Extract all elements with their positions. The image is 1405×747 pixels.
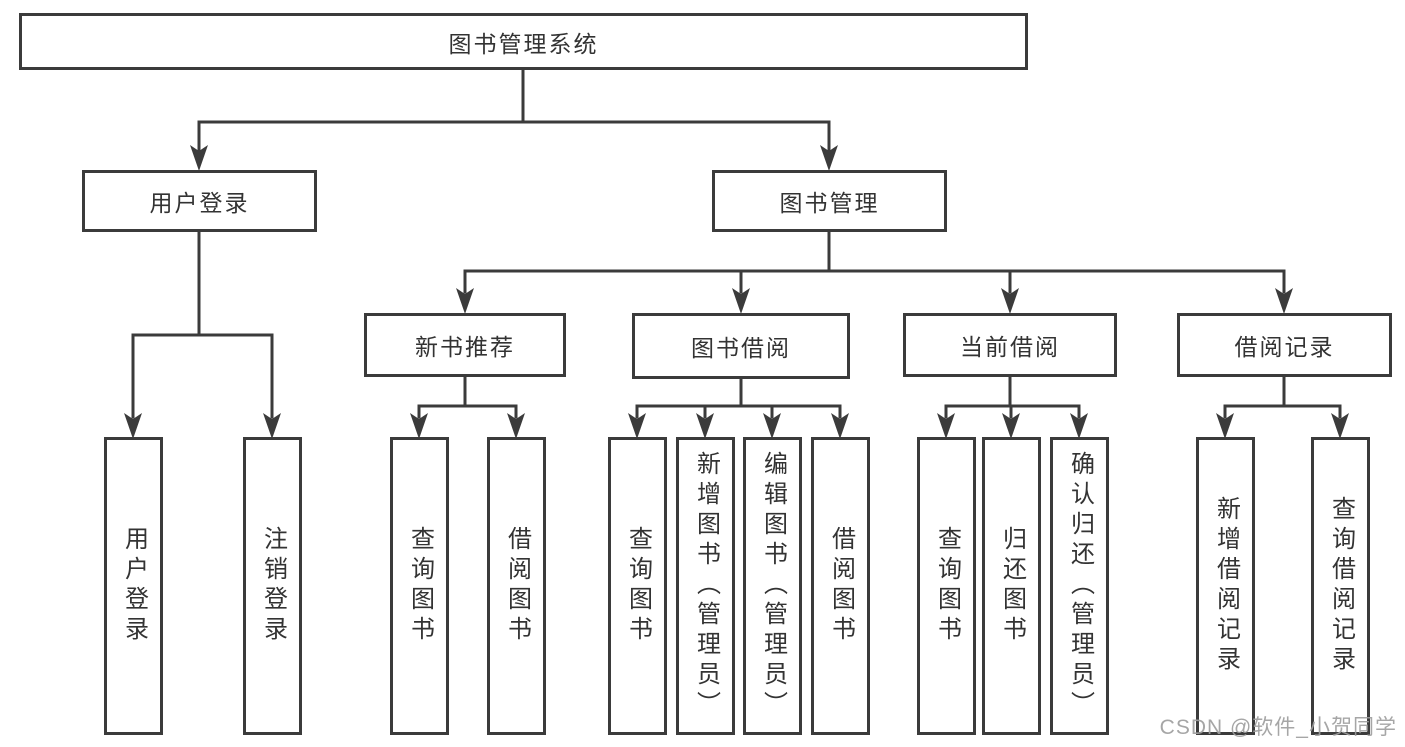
node-label: 图书管理系统 bbox=[448, 30, 599, 57]
leaf-query-books-current: 查询图书 bbox=[917, 437, 976, 735]
leaf-logout: 注销登录 bbox=[243, 437, 302, 735]
leaf-add-borrow-record: 新增借阅记录 bbox=[1196, 437, 1255, 735]
node-current-borrow: 当前借阅 bbox=[903, 313, 1117, 377]
node-label: 新增借阅记录 bbox=[1212, 496, 1240, 676]
node-label: 新书推荐 bbox=[415, 334, 515, 360]
node-label: 借阅图书 bbox=[503, 526, 531, 646]
node-label: 编辑图书（管理员） bbox=[759, 451, 787, 721]
leaf-query-books-borrow: 查询图书 bbox=[608, 437, 667, 735]
arrowheads bbox=[124, 145, 1349, 439]
node-label: 注销登录 bbox=[259, 526, 287, 646]
node-label: 图书管理 bbox=[779, 190, 880, 216]
leaf-return-books: 归还图书 bbox=[982, 437, 1041, 735]
node-label: 借阅图书 bbox=[827, 526, 855, 646]
leaf-query-borrow-record: 查询借阅记录 bbox=[1311, 437, 1370, 735]
node-book-management: 图书管理 bbox=[712, 170, 947, 232]
leaf-borrow-books-recommend: 借阅图书 bbox=[487, 437, 546, 735]
node-label: 用户登录 bbox=[120, 526, 148, 646]
leaf-query-books-recommend: 查询图书 bbox=[390, 437, 449, 735]
node-label: 查询图书 bbox=[406, 526, 434, 646]
leaf-borrow-books: 借阅图书 bbox=[811, 437, 870, 735]
node-label: 图书借阅 bbox=[691, 335, 791, 361]
node-label: 归还图书 bbox=[998, 526, 1026, 646]
node-label: 确认归还（管理员） bbox=[1066, 451, 1094, 721]
node-new-book-recommend: 新书推荐 bbox=[364, 313, 566, 377]
leaf-confirm-return-admin: 确认归还（管理员） bbox=[1050, 437, 1109, 735]
node-user-login: 用户登录 bbox=[82, 170, 317, 232]
node-label: 新增图书（管理员） bbox=[692, 451, 720, 721]
node-label: 查询图书 bbox=[933, 526, 961, 646]
node-label: 查询借阅记录 bbox=[1327, 496, 1355, 676]
node-system-root: 图书管理系统 bbox=[19, 13, 1028, 70]
node-label: 用户登录 bbox=[149, 190, 250, 216]
node-label: 查询图书 bbox=[624, 526, 652, 646]
node-label: 当前借阅 bbox=[960, 334, 1060, 360]
node-borrow-records: 借阅记录 bbox=[1177, 313, 1392, 377]
node-label: 借阅记录 bbox=[1234, 334, 1335, 360]
leaf-user-login: 用户登录 bbox=[104, 437, 163, 735]
leaf-add-books-admin: 新增图书（管理员） bbox=[676, 437, 735, 735]
leaf-edit-books-admin: 编辑图书（管理员） bbox=[743, 437, 802, 735]
node-book-borrow: 图书借阅 bbox=[632, 313, 850, 379]
